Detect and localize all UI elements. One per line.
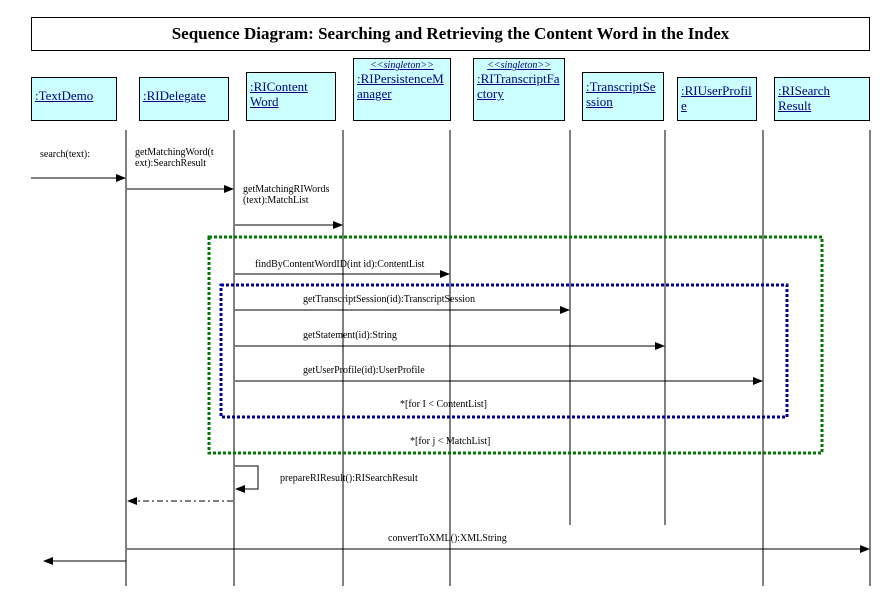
message-label-getmatchingword: getMatchingWord(text):SearchResult: [135, 147, 214, 169]
object-name: :TranscriptSession: [586, 79, 656, 109]
object-name: :RIPersistenceManager: [357, 71, 444, 101]
object-stereotype: <<singleton>>: [487, 60, 551, 71]
object-risearchresult: :RISearch Result: [774, 77, 870, 121]
message-label-getuserprofile: getUserProfile(id):UserProfile: [303, 365, 425, 376]
object-textdemo: :TextDemo: [31, 77, 117, 121]
message-label-getstatement: getStatement(id):String: [303, 330, 397, 341]
object-ritranscriptfactory: <<singleton>> :RITranscriptFactory: [473, 58, 565, 121]
message-label-prepareriresult: prepareRIResult():RISearchResult: [280, 473, 418, 484]
object-riuserprofile: :RIUserProfile: [677, 77, 757, 121]
object-name: :RIContent Word: [250, 79, 308, 109]
object-name: :RITranscriptFactory: [477, 71, 560, 101]
object-name: :RISearch Result: [778, 83, 830, 113]
object-name: :RIUserProfile: [681, 83, 752, 113]
lifelines: [125, 130, 871, 586]
object-name: :TextDemo: [35, 88, 94, 103]
object-ricontentword: :RIContent Word: [246, 72, 336, 121]
loop-frame-contentlist: [219, 283, 789, 419]
loop-guard-matchlist: *[for j < MatchList]: [410, 436, 491, 447]
object-name: :RIDelegate: [143, 88, 206, 103]
message-label-search: search(text):: [40, 149, 90, 160]
message-label-findbycontentwordid: findByContentWordID(int id):ContentList: [255, 259, 425, 270]
message-arrow-self-prepareriresult: [235, 465, 259, 493]
object-stereotype: <<singleton>>: [370, 60, 434, 71]
object-ridelegate: :RIDelegate: [139, 77, 229, 121]
message-label-converttoxml: convertToXML():XMLString: [388, 533, 507, 544]
loop-frame-matchlist: [207, 235, 824, 455]
object-ripersistencemanager: <<singleton>> :RIPersistenceManager: [353, 58, 451, 121]
object-transcriptsession: :TranscriptSession: [582, 72, 664, 121]
message-label-gettranscriptsession: getTranscriptSession(id):TranscriptSessi…: [303, 294, 476, 305]
diagram-title: Sequence Diagram: Searching and Retrievi…: [171, 24, 730, 43]
diagram-title-box: Sequence Diagram: Searching and Retrievi…: [31, 17, 870, 51]
message-label-getmatchingriwords: getMatchingRIWords(text):MatchList: [243, 184, 330, 206]
loop-guard-contentlist: *[for I < ContentList]: [400, 399, 488, 410]
